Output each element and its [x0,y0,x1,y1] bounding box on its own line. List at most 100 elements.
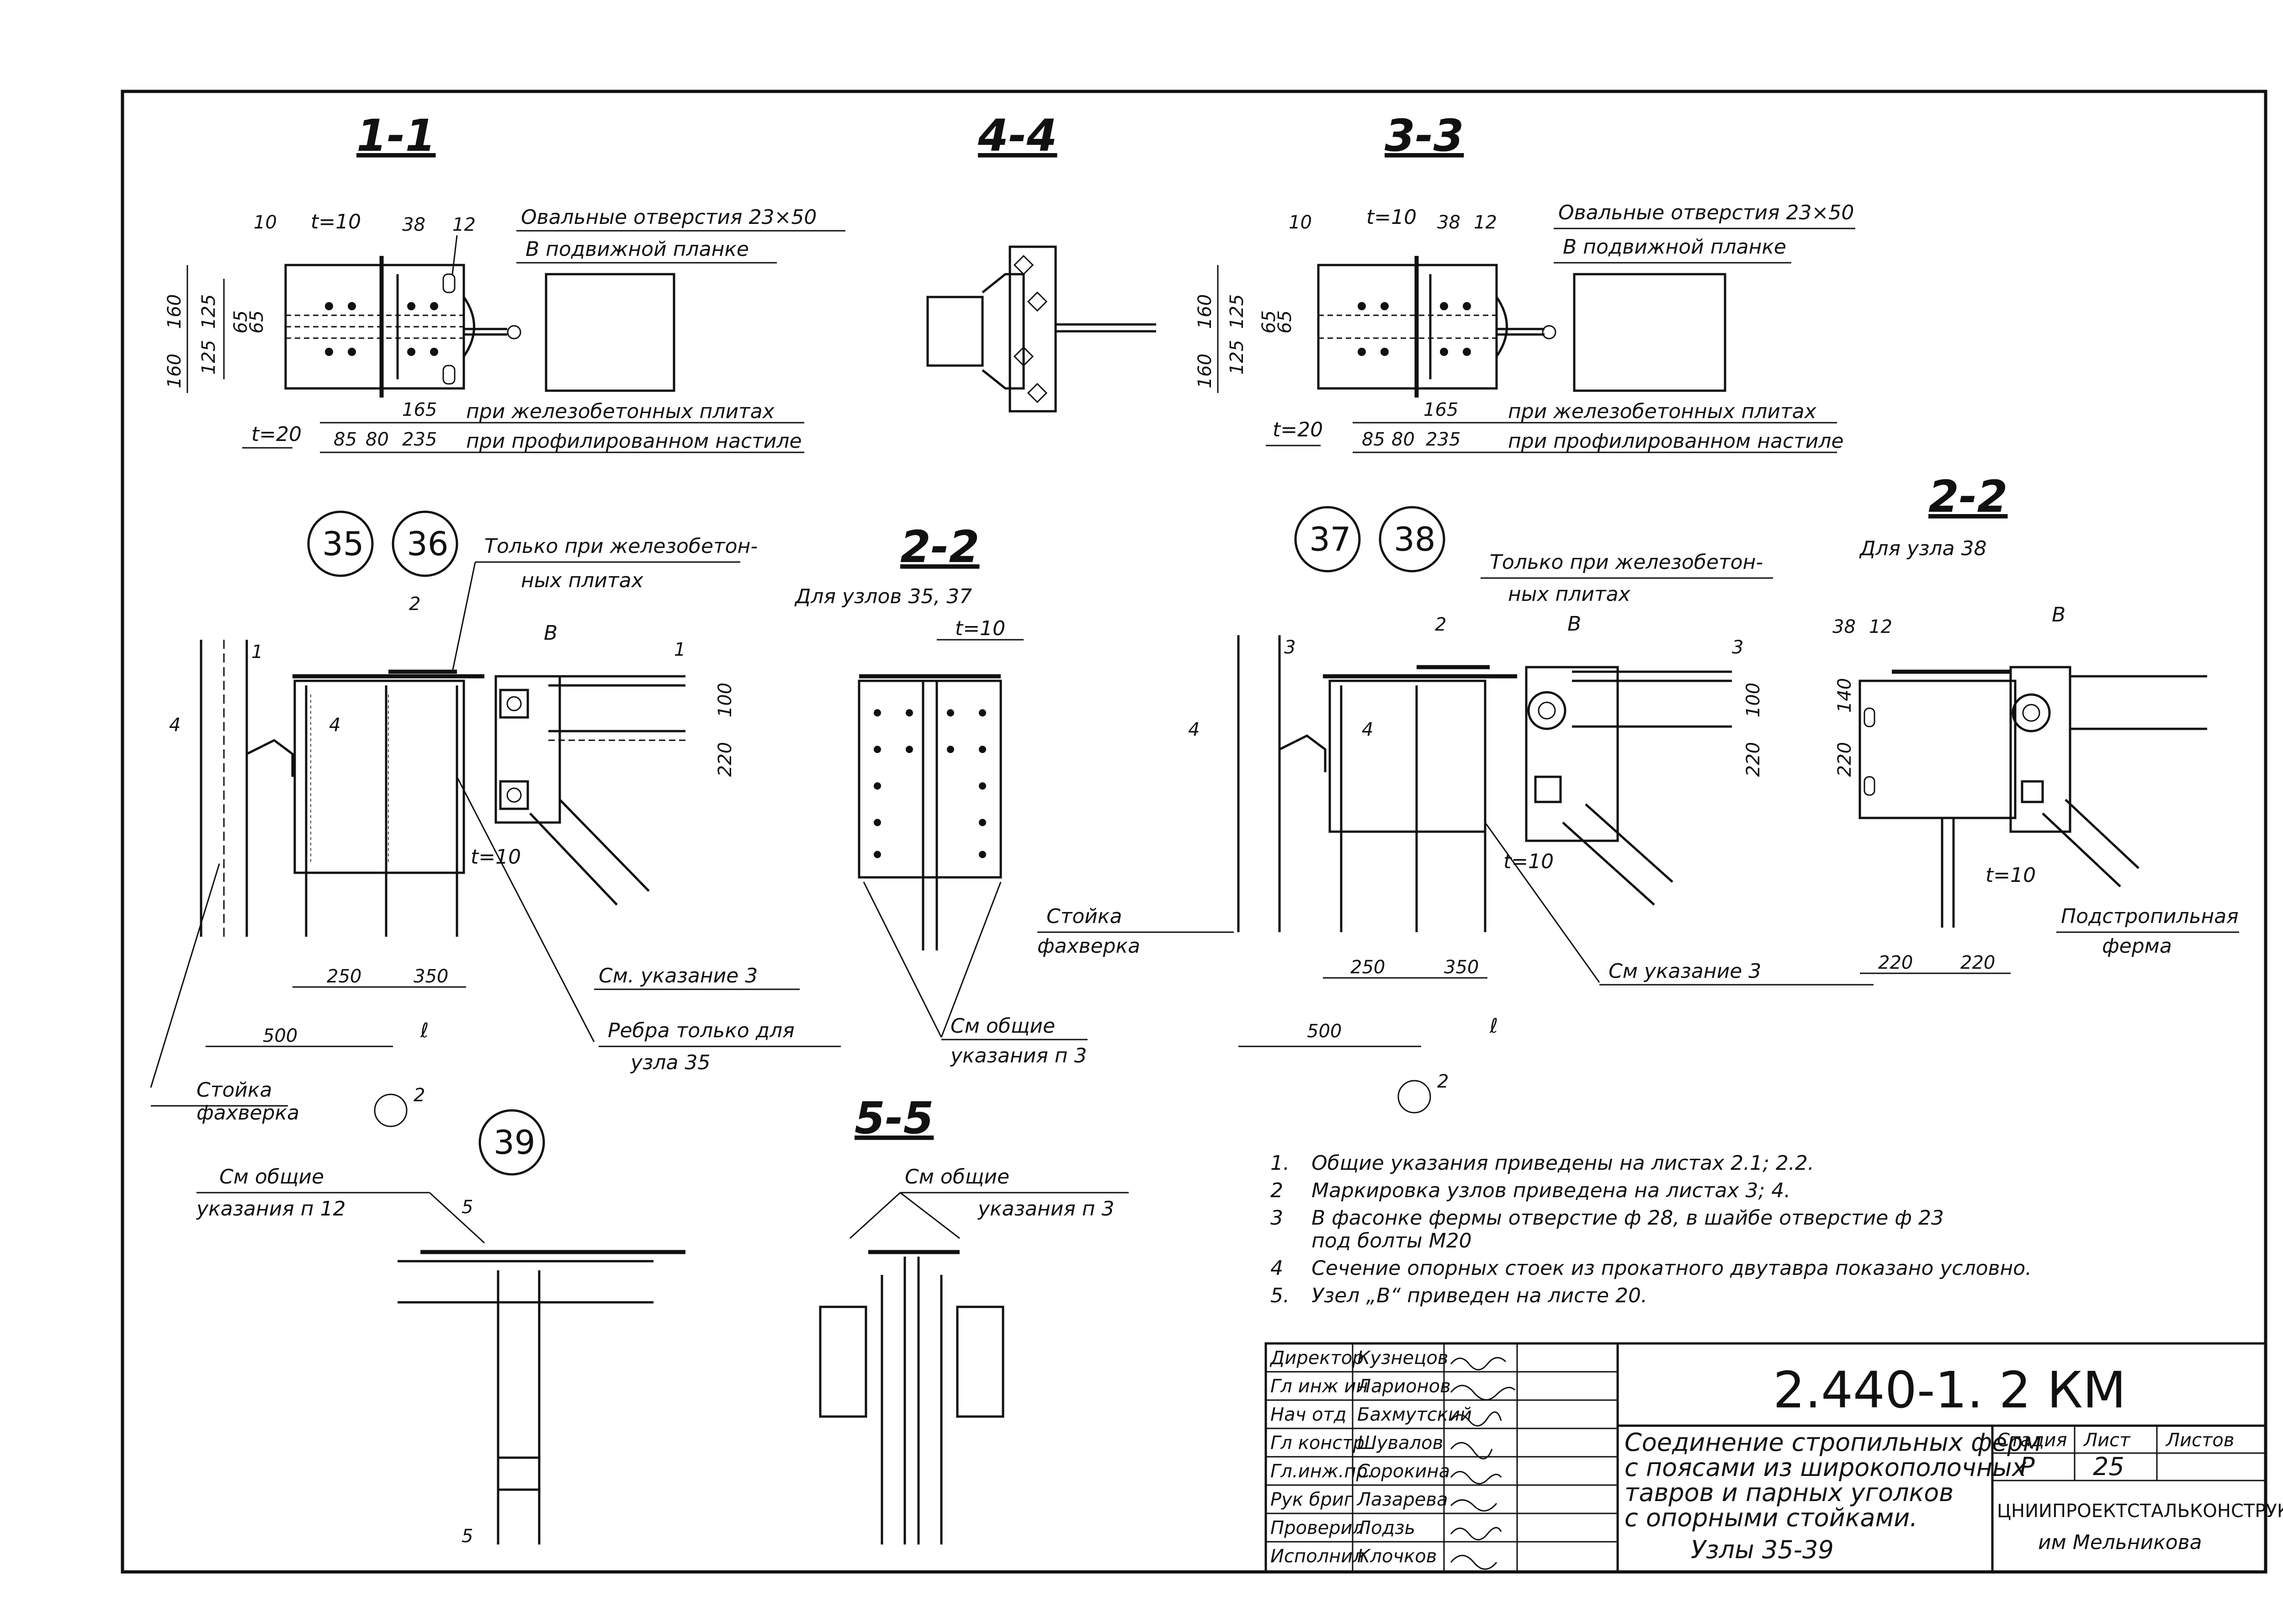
svg-text:220: 220 [715,742,736,777]
svg-text:125: 125 [1226,340,1248,375]
node-circle-36: 36 [407,525,449,563]
svg-text:с опорными стойками.: с опорными стойками. [1625,1503,1917,1532]
section-title-5-5: 5-5 [855,1093,934,1144]
svg-text:4: 4 [169,715,181,736]
svg-text:12: 12 [1869,616,1892,637]
section-title-1-1: 1-1 [356,110,435,161]
svg-text:В: В [2052,603,2065,626]
svg-text:2: 2 [1437,1071,1449,1092]
svg-text:Узел „В“ приведен на листе 20.: Узел „В“ приведен на листе 20. [1311,1284,1647,1307]
svg-text:38: 38 [402,214,425,235]
svg-text:Бахмутский: Бахмутский [1357,1404,1472,1425]
section-title-2-2-a: 2-2 [900,521,979,573]
node-37-38: 37 38 Только при железобетон- ных плитах… [1037,506,1874,1114]
svg-text:Шувалов: Шувалов [1357,1433,1443,1454]
svg-text:125: 125 [198,294,219,329]
node-circle-38: 38 [1394,520,1436,558]
svg-text:220: 220 [1743,742,1764,777]
svg-text:Маркировка узлов приведена на: Маркировка узлов приведена на листах 3; … [1311,1179,1790,1202]
svg-text:165: 165 [402,399,437,420]
svg-text:указания п 3: указания п 3 [977,1197,1115,1221]
svg-text:Директор: Директор [1269,1348,1364,1369]
svg-text:100: 100 [715,683,736,717]
svg-text:Для узла 38: Для узла 38 [1859,537,1986,560]
svg-text:В фасонке фермы отверстие ф 28: В фасонке фермы отверстие ф 28, в шайбе … [1311,1206,1944,1230]
svg-text:38: 38 [1437,212,1460,233]
svg-text:Гл констр: Гл констр [1270,1433,1364,1454]
svg-text:125: 125 [198,340,219,375]
section-4-4: 4-4 [926,110,1156,413]
svg-text:Лодзь: Лодзь [1356,1518,1415,1539]
svg-text:4: 4 [1362,719,1373,740]
svg-text:350: 350 [414,966,448,987]
svg-text:Клочков: Клочков [1357,1546,1437,1567]
svg-text:Лазарева: Лазарева [1356,1489,1448,1510]
svg-text:12: 12 [452,214,476,235]
svg-text:80: 80 [1391,429,1415,450]
svg-text:500: 500 [1307,1021,1342,1042]
svg-text:Овальные отверстия 23×50: Овальные отверстия 23×50 [521,206,817,229]
svg-text:220: 220 [1834,742,1855,777]
svg-text:Для узлов 35, 37: Для узлов 35, 37 [794,585,972,608]
svg-text:85: 85 [1362,429,1385,450]
svg-text:См. указание 3: См. указание 3 [599,964,758,987]
node-circle-35: 35 [322,525,364,563]
svg-text:160: 160 [164,354,185,388]
svg-text:с поясами из широкополочных: с поясами из широкополочных [1625,1453,2027,1482]
svg-text:В подвижной планке: В подвижной планке [526,238,749,261]
svg-text:ных плитах: ных плитах [521,569,644,592]
svg-text:Стойка: Стойка [1046,905,1122,928]
svg-text:t=10: t=10 [1366,206,1417,229]
svg-text:t=10: t=10 [1986,864,2036,887]
svg-text:350: 350 [1444,957,1479,978]
svg-text:См указание 3: См указание 3 [1609,960,1761,983]
svg-text:Кузнецов: Кузнецов [1357,1348,1448,1369]
section-title-3-3: 3-3 [1385,110,1464,161]
section-2-2-b: 2-2 Для узла 38 38 12 В 140 220 t=10 220… [1832,471,2239,974]
svg-text:под болты М20: под болты М20 [1311,1229,1472,1252]
svg-text:Сорокина: Сорокина [1357,1461,1450,1482]
svg-text:См общие: См общие [219,1165,324,1189]
svg-text:Нач отд: Нач отд [1270,1404,1346,1425]
svg-text:220: 220 [1878,952,1913,973]
svg-text:Овальные отверстия 23×50: Овальные отверстия 23×50 [1558,201,1854,224]
svg-text:ℓ: ℓ [420,1019,429,1042]
section-2-2-a: 2-2 Для узлов 35, 37 t=10 См общие указа… [794,521,1088,1067]
svg-text:1: 1 [251,642,263,663]
svg-text:2: 2 [414,1085,425,1106]
svg-text:Ларионов: Ларионов [1356,1376,1451,1397]
svg-text:узла 35: узла 35 [630,1051,711,1074]
svg-text:t=10: t=10 [1503,850,1554,873]
svg-text:80: 80 [366,429,389,450]
section-3-3: 3-3 10 t=10 38 12 Овальные отверстия 23×… [1195,110,1855,453]
svg-text:фахверка: фахверка [196,1101,299,1125]
section-5-5: 5-5 См общие указания п 3 [819,1093,1129,1544]
svg-text:Листов: Листов [2165,1430,2234,1451]
svg-text:65: 65 [1258,310,1280,334]
svg-text:Лист: Лист [2083,1430,2131,1451]
svg-text:165: 165 [1423,399,1458,420]
organization-name: ЦНИИПРОЕКТСТАЛЬКОНСТРУКЦИЯ [1997,1501,2283,1522]
svg-text:Гл инж ин: Гл инж ин [1270,1376,1368,1397]
svg-text:1: 1 [674,639,685,660]
svg-text:4: 4 [329,715,340,736]
general-notes: 1. Общие указания приведены на листах 2.… [1270,1152,2032,1307]
svg-text:См общие: См общие [905,1165,1009,1189]
section-title-2-2-b: 2-2 [1928,471,2007,522]
svg-text:при железобетонных плитах: при железобетонных плитах [1508,400,1817,423]
svg-text:Рук бриг: Рук бриг [1270,1489,1354,1510]
svg-text:2: 2 [1435,614,1446,635]
svg-text:Узлы 35-39: Узлы 35-39 [1691,1535,1834,1564]
node-35-36: 35 36 Только при железобетон- ных плитах [150,510,841,1127]
svg-text:при профилированном настиле: при профилированном настиле [466,430,802,453]
svg-text:им Мельникова: им Мельникова [2038,1531,2202,1554]
svg-text:Только при железобетон-: Только при железобетон- [1490,551,1763,574]
svg-text:125: 125 [1226,294,1248,329]
drawing-code: 2.440-1. 2 КМ [1773,1361,2126,1419]
svg-text:12: 12 [1474,212,1497,233]
svg-text:250: 250 [1350,957,1385,978]
svg-text:250: 250 [327,966,361,987]
svg-text:Ребра только для: Ребра только для [608,1019,795,1042]
svg-text:t=10: t=10 [955,617,1005,640]
svg-text:В подвижной планке: В подвижной планке [1563,235,1786,259]
